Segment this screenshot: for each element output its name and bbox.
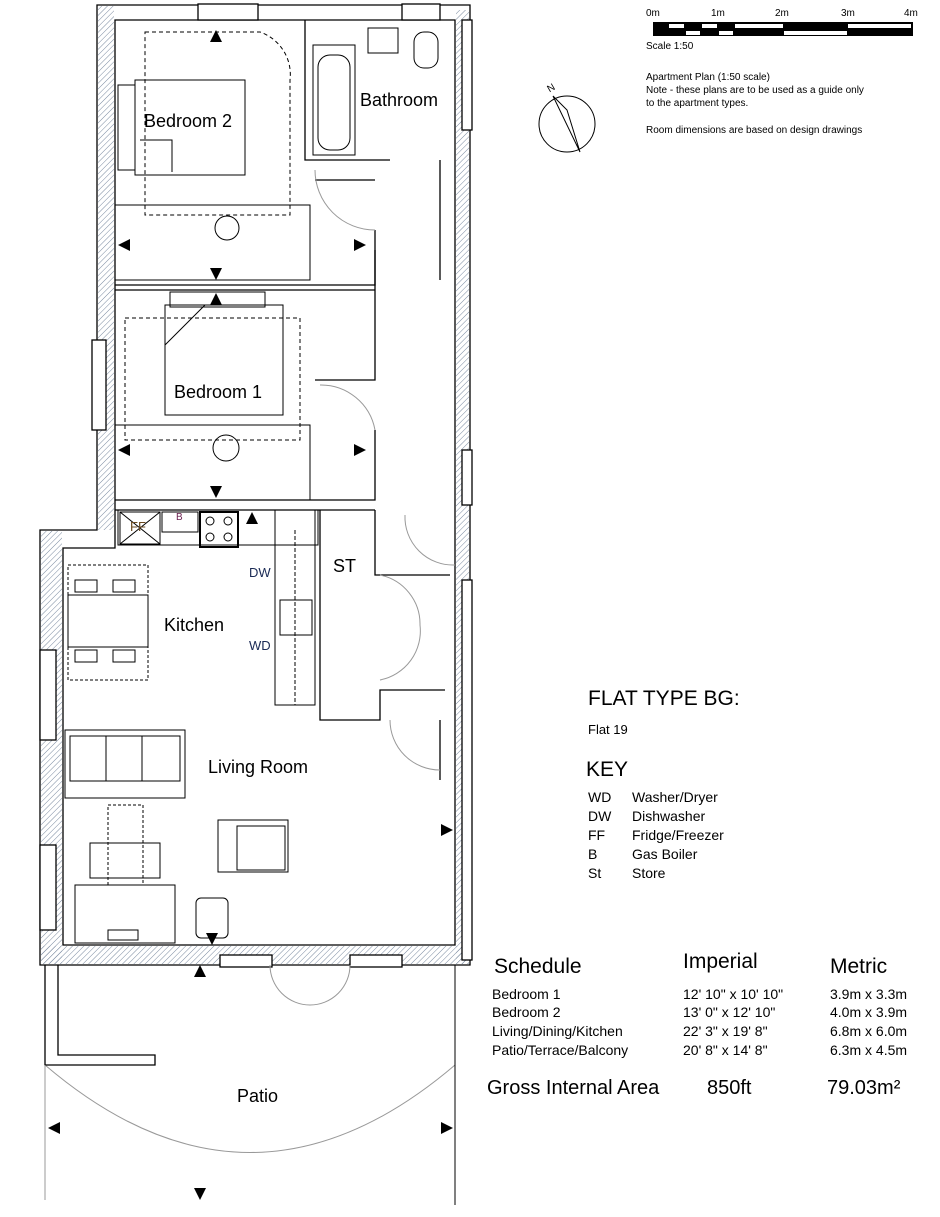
gia-label: Gross Internal Area [487, 1077, 660, 1099]
key-label: Washer/Dryer [632, 789, 718, 805]
notes-line: Room dimensions are based on design draw… [646, 125, 863, 136]
notes-title: Apartment Plan (1:50 scale) [646, 72, 770, 83]
scale-tick: 0m [646, 8, 660, 19]
scale-tick: 4m [904, 8, 918, 19]
scale-tick: 3m [841, 8, 855, 19]
label-dw: DW [249, 565, 271, 580]
living-furniture [64, 729, 289, 944]
key-label: Store [632, 865, 666, 881]
schedule-room: Living/Dining/Kitchen [492, 1023, 623, 1039]
bedroom2-furniture [114, 31, 311, 281]
doors [44, 169, 456, 1153]
gia-imperial: 850ft [707, 1077, 752, 1099]
room-label-kitchen: Kitchen [164, 615, 225, 635]
scale-bar [653, 22, 913, 36]
key-abbr: St [588, 865, 602, 881]
room-label-bathroom: Bathroom [360, 90, 439, 110]
outer-walls [39, 4, 471, 966]
key-abbr: FF [588, 827, 606, 843]
schedule-metric: 6.3m x 4.5m [830, 1042, 908, 1058]
schedule-room: Bedroom 1 [492, 986, 561, 1002]
schedule-metric: 4.0m x 3.9m [830, 1004, 908, 1020]
flat-type-title: FLAT TYPE BG: [588, 687, 740, 710]
flat-number: Flat 19 [588, 722, 628, 737]
notes-line: to the apartment types. [646, 98, 749, 109]
key-label: Fridge/Freezer [632, 827, 724, 843]
schedule-imperial: 12' 10" x 10' 10" [683, 986, 784, 1002]
room-label-bedroom1: Bedroom 1 [174, 382, 263, 402]
room-label-patio: Patio [237, 1086, 279, 1106]
schedule-metric: 6.8m x 6.0m [830, 1023, 908, 1039]
key-abbr: DW [588, 808, 612, 824]
key-label: Gas Boiler [632, 846, 698, 862]
key-label: Dishwasher [632, 808, 706, 824]
schedule-imperial-header: Imperial [683, 950, 758, 973]
label-b: B [176, 512, 183, 523]
windows [39, 3, 473, 968]
notes-line: Note - these plans are to be used as a g… [646, 85, 864, 96]
schedule-room: Bedroom 2 [492, 1004, 561, 1020]
patio-walls [44, 965, 456, 1205]
bathroom-fixtures [312, 27, 439, 156]
scale-tick: 1m [711, 8, 725, 19]
key-abbr: B [588, 846, 598, 862]
scale-tick: 2m [775, 8, 789, 19]
schedule-imperial: 13' 0" x 12' 10" [683, 1004, 776, 1020]
label-ff: FF [130, 519, 146, 534]
gia-metric: 79.03m² [827, 1077, 901, 1099]
scale-label: Scale 1:50 [646, 41, 694, 52]
bedroom1-furniture [114, 291, 311, 501]
schedule-title: Schedule [494, 955, 582, 978]
north-compass-icon [538, 95, 596, 153]
schedule-metric-header: Metric [830, 955, 888, 978]
schedule-room: Patio/Terrace/Balcony [492, 1042, 629, 1058]
room-label-store: ST [333, 556, 357, 576]
schedule-imperial: 22' 3" x 19' 8" [683, 1023, 768, 1039]
key-title: KEY [586, 758, 629, 781]
kitchen-units [67, 509, 319, 706]
room-label-living: Living Room [208, 757, 309, 777]
direction-arrows [48, 30, 453, 1200]
key-abbr: WD [588, 789, 612, 805]
room-label-bedroom2: Bedroom 2 [144, 111, 233, 131]
schedule-metric: 3.9m x 3.3m [830, 986, 908, 1002]
label-wd: WD [249, 638, 271, 653]
schedule-imperial: 20' 8" x 14' 8" [683, 1042, 768, 1058]
